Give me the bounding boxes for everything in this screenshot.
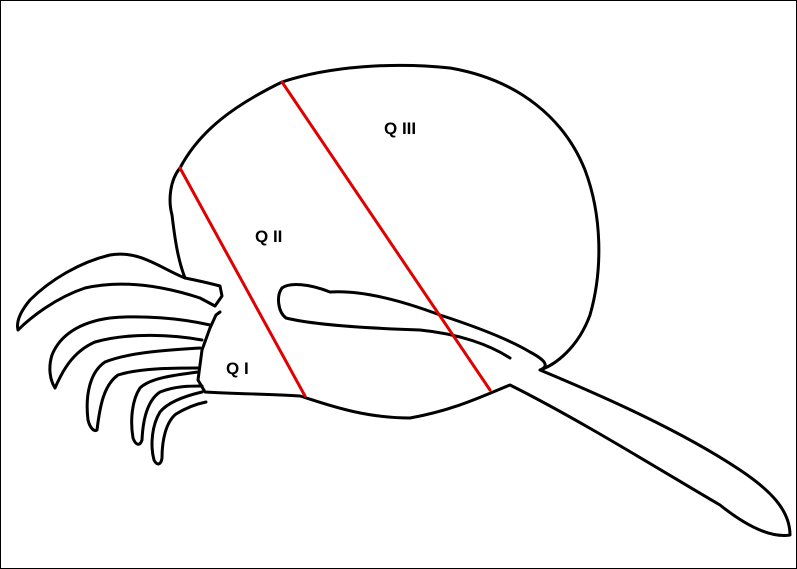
region-label-q1: Q I (226, 359, 249, 378)
body-left-edge (170, 168, 185, 278)
appendage-4 (132, 372, 202, 444)
region-label-q2: Q II (255, 227, 282, 246)
inner-channel (279, 285, 546, 370)
region-label-q3: Q III (384, 119, 416, 138)
appendage-5 (152, 392, 206, 464)
body-outline (180, 65, 790, 535)
appendage-2 (50, 317, 210, 388)
